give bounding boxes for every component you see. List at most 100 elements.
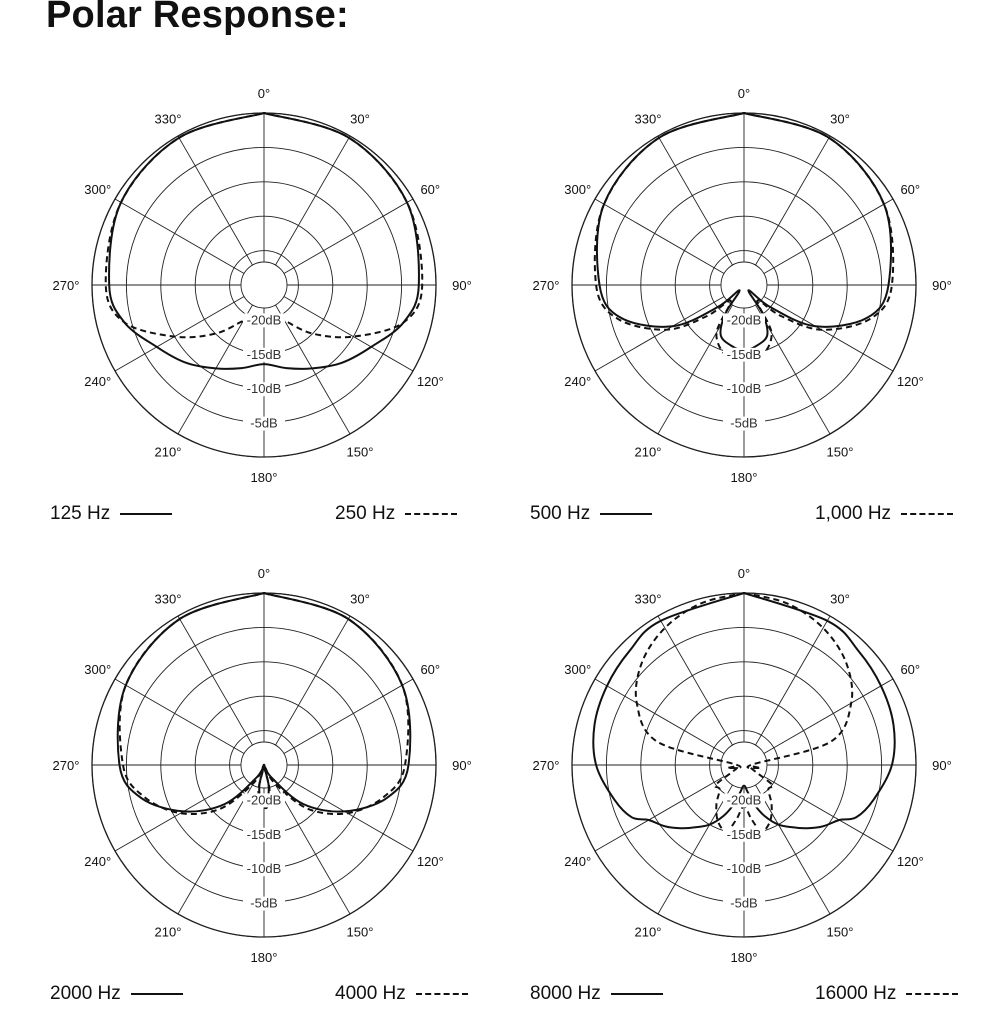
polar-chart-panel: 0°30°60°90°120°150°180°210°240°270°300°3… xyxy=(22,540,502,1010)
angle-label: 180° xyxy=(731,950,758,965)
solid-line-swatch xyxy=(120,513,173,515)
angle-label: 0° xyxy=(258,86,270,101)
angle-label: 180° xyxy=(251,470,278,485)
db-label-bg xyxy=(723,793,765,808)
angle-spoke xyxy=(114,296,245,372)
angle-label: 180° xyxy=(251,950,278,965)
legend-item: 1,000 Hz xyxy=(815,503,954,525)
legend-item: 250 Hz xyxy=(335,503,458,525)
db-label: -15dB xyxy=(247,347,282,362)
angle-label: 0° xyxy=(738,86,750,101)
db-label: -5dB xyxy=(730,896,757,911)
db-label-group: -10dB xyxy=(243,861,285,877)
db-label: -10dB xyxy=(247,861,282,876)
angle-label: 300° xyxy=(84,662,111,677)
angle-label: 300° xyxy=(564,182,591,197)
angle-spoke xyxy=(275,304,351,435)
angle-spoke xyxy=(657,615,733,746)
angle-label: 240° xyxy=(564,854,591,869)
legend-label: 4000 Hz xyxy=(335,983,406,1004)
response-curve xyxy=(118,592,410,816)
angle-spoke xyxy=(763,776,894,852)
angle-label: 330° xyxy=(635,592,662,607)
db-label-group: -15dB xyxy=(723,347,765,362)
db-label: -20dB xyxy=(727,312,762,327)
legend-label: 125 Hz xyxy=(50,503,111,524)
db-label-bg xyxy=(243,862,285,877)
angle-label: 90° xyxy=(452,758,472,773)
angle-label: 210° xyxy=(155,924,182,939)
legend-label: 8000 Hz xyxy=(530,983,601,1004)
db-label-group: -5dB xyxy=(243,896,285,911)
angle-spoke xyxy=(177,784,253,915)
db-label-bg xyxy=(723,416,765,431)
angle-spoke xyxy=(594,296,725,372)
dashed-line-swatch xyxy=(415,993,468,995)
db-label-bg xyxy=(723,862,765,877)
angle-label: 270° xyxy=(53,278,80,293)
angle-label: 0° xyxy=(738,566,750,581)
angle-spoke xyxy=(594,678,725,754)
db-label-bg xyxy=(243,793,285,808)
angle-label: 60° xyxy=(900,662,920,677)
angle-label: 330° xyxy=(155,592,182,607)
angle-label: 120° xyxy=(417,854,444,869)
angle-label: 30° xyxy=(830,592,850,607)
db-label: -15dB xyxy=(727,827,762,842)
angle-spoke xyxy=(114,776,245,852)
db-label-bg xyxy=(243,416,285,431)
db-label: -10dB xyxy=(727,861,762,876)
polar-chart: 0°30°60°90°120°150°180°210°240°270°300°3… xyxy=(533,86,952,485)
legend-item: 2000 Hz xyxy=(50,983,183,1005)
angle-label: 120° xyxy=(897,854,924,869)
angle-label: 150° xyxy=(827,924,854,939)
angle-label: 270° xyxy=(533,278,560,293)
db-label-bg xyxy=(243,896,285,911)
angle-spoke xyxy=(275,784,351,915)
legend-label: 250 Hz xyxy=(335,503,396,524)
polar-chart: 0°30°60°90°120°150°180°210°240°270°300°3… xyxy=(533,566,952,965)
angle-spoke xyxy=(755,784,831,915)
db-label-group: -5dB xyxy=(243,416,285,431)
legend-item: 125 Hz xyxy=(50,503,173,525)
db-label-group: -15dB xyxy=(243,347,285,362)
page-title: Polar Response: xyxy=(46,0,349,36)
angle-label: 240° xyxy=(84,374,111,389)
db-label-group: -15dB xyxy=(723,827,765,842)
angle-spoke xyxy=(657,135,733,266)
angle-label: 60° xyxy=(420,662,440,677)
angle-label: 0° xyxy=(258,566,270,581)
db-label-bg xyxy=(723,313,765,328)
angle-spoke xyxy=(763,198,894,274)
legend-label: 2000 Hz xyxy=(50,983,121,1004)
solid-line-swatch xyxy=(130,993,183,995)
legend-item: 4000 Hz xyxy=(335,983,468,1005)
center-hub xyxy=(240,261,288,309)
polar-chart: 0°30°60°90°120°150°180°210°240°270°300°3… xyxy=(53,566,472,965)
db-label: -20dB xyxy=(247,792,282,807)
angle-label: 120° xyxy=(897,374,924,389)
angle-spoke xyxy=(657,784,733,915)
db-label-bg xyxy=(723,347,765,362)
angle-label: 60° xyxy=(420,182,440,197)
angle-label: 150° xyxy=(827,444,854,459)
angle-spoke xyxy=(763,296,894,372)
angle-spoke xyxy=(763,678,894,754)
angle-spoke xyxy=(755,615,831,746)
angle-spoke xyxy=(283,198,414,274)
db-label-group: -10dB xyxy=(723,381,765,397)
response-curve xyxy=(592,592,896,830)
legend-label: 500 Hz xyxy=(530,503,591,524)
db-label-group: -20dB xyxy=(723,312,765,328)
angle-label: 330° xyxy=(635,112,662,127)
db-label-group: -20dB xyxy=(723,792,765,808)
db-label-bg xyxy=(723,896,765,911)
angle-label: 150° xyxy=(347,924,374,939)
polar-chart-panel: 0°30°60°90°120°150°180°210°240°270°300°3… xyxy=(22,60,502,530)
db-label-bg xyxy=(723,382,765,397)
db-label: -20dB xyxy=(247,312,282,327)
db-label-group: -15dB xyxy=(243,827,285,842)
db-label-bg xyxy=(723,827,765,842)
db-label-group: -5dB xyxy=(723,416,765,431)
polar-chart: 0°30°60°90°120°150°180°210°240°270°300°3… xyxy=(53,86,472,485)
